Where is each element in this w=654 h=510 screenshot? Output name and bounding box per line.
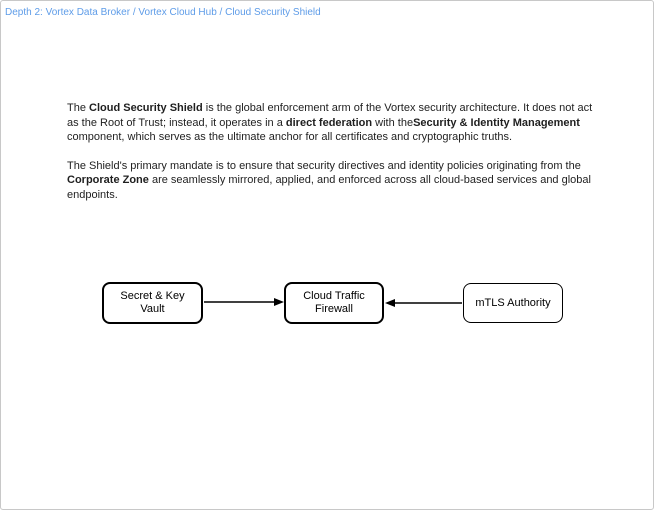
bold-security-identity-management: Security & Identity Management [413, 116, 580, 129]
arrowhead-left-icon [385, 299, 395, 307]
paragraph-mandate: The Shield's primary mandate is to ensur… [67, 159, 594, 203]
text-segment: with the [372, 116, 414, 129]
bold-direct-federation: direct federation [285, 116, 373, 129]
text-segment: are seamlessly mirrored, applied, and en… [67, 174, 591, 201]
arrow-authority-to-firewall [385, 299, 462, 307]
bold-cloud-security-shield: Cloud Security Shield [89, 102, 203, 114]
node-cloud-traffic-firewall[interactable]: Cloud Traffic Firewall [284, 282, 384, 324]
content-area: The Cloud Security Shield is the global … [67, 101, 594, 216]
paragraph-overview: The Cloud Security Shield is the global … [67, 101, 594, 145]
text-segment: component, which serves as the ultimate … [67, 131, 513, 143]
node-mtls-authority[interactable]: mTLS Authority [463, 283, 563, 323]
text-segment: The [67, 102, 90, 114]
bold-corporate-zone: Corporate Zone [67, 174, 149, 186]
arrowhead-right-icon [274, 298, 284, 306]
node-secret-key-vault[interactable]: Secret & Key Vault [102, 282, 203, 324]
breadcrumb[interactable]: Depth 2: Vortex Data Broker / Vortex Clo… [5, 7, 321, 18]
text-segment: The Shield's primary mandate is to ensur… [67, 159, 581, 172]
text-segment: is the global enforcement arm of the Vor… [67, 102, 593, 129]
arrow-vault-to-firewall [204, 298, 284, 306]
